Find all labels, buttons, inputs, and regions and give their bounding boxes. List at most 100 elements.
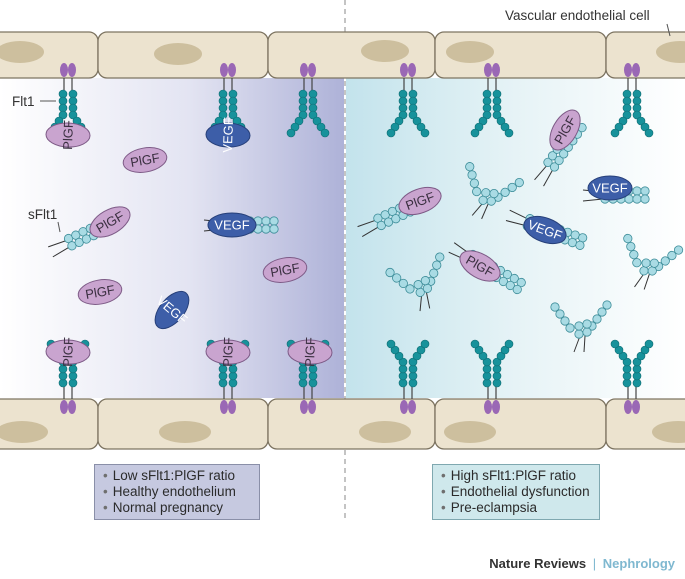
sflt1-tail	[52, 246, 71, 258]
plgf-shape	[45, 339, 91, 365]
label-sflt1: sFlt1	[28, 207, 57, 222]
kinase-domain	[492, 400, 500, 414]
kinase-domain	[492, 63, 500, 77]
ig-domain	[312, 116, 322, 126]
plgf-ligand: PlGF	[77, 279, 123, 305]
sflt1-tail	[573, 335, 581, 353]
ig-domain	[602, 300, 612, 310]
ig-domain	[269, 216, 279, 226]
ig-domain	[316, 122, 326, 132]
vegf-shape	[587, 175, 633, 201]
sflt1-tail	[419, 293, 423, 312]
flt1-receptor	[470, 339, 514, 414]
ig-domain	[649, 258, 659, 268]
ig-domain	[592, 314, 602, 324]
ig-domain	[623, 233, 633, 244]
sflt1-tail	[634, 272, 645, 288]
ig-domain	[386, 128, 396, 138]
kinase-domain	[400, 400, 408, 414]
ig-domain	[622, 110, 632, 120]
sflt1-tail	[357, 219, 377, 228]
ig-domain	[673, 245, 684, 255]
cell-nucleus	[359, 421, 411, 443]
ig-domain	[478, 351, 488, 361]
ig-domain	[618, 116, 628, 126]
ig-domain	[629, 250, 639, 260]
kinase-domain	[300, 63, 308, 77]
plgf-ligand: PlGF	[287, 337, 333, 367]
kinase-domain	[624, 400, 632, 414]
ig-domain	[412, 351, 422, 361]
flt1-receptor	[386, 63, 430, 138]
vegf-ligand: VEGF	[207, 212, 257, 238]
plgf-ligand: PlGF	[205, 337, 251, 367]
ig-domain	[667, 250, 677, 261]
cell-nucleus	[656, 41, 685, 63]
ig-domain	[504, 128, 514, 138]
sflt1-free	[385, 252, 445, 312]
kinase-domain	[484, 400, 492, 414]
ig-domain	[68, 110, 78, 120]
ig-domain	[618, 351, 628, 361]
ig-domain	[58, 110, 68, 120]
ig-domain	[555, 309, 565, 319]
kinase-domain	[400, 63, 408, 77]
legend-right-item: Endothelial dysfunction	[441, 484, 591, 500]
plgf-ligand: PlGF	[122, 147, 168, 173]
ig-domain	[218, 110, 228, 120]
ig-domain	[632, 194, 642, 204]
ig-domain	[470, 339, 480, 349]
ig-domain	[290, 122, 300, 132]
sflt1-tail	[582, 198, 604, 202]
ig-domain	[261, 216, 271, 226]
ig-domain	[632, 357, 642, 367]
ig-domain	[269, 224, 279, 234]
ig-domain	[610, 128, 620, 138]
ig-domain	[474, 122, 484, 132]
kinase-domain	[484, 63, 492, 77]
ig-domain	[636, 116, 646, 126]
kinase-domain	[308, 400, 316, 414]
flt1-receptor	[470, 63, 514, 138]
ig-domain	[500, 345, 510, 355]
ig-domain	[408, 110, 418, 120]
plgf-ligand: PlGF	[45, 120, 91, 150]
ig-domain	[412, 116, 422, 126]
vegf-ligand: VEGF	[154, 290, 190, 330]
cell-label-leader	[666, 23, 671, 37]
label-flt1: Flt1	[12, 94, 35, 109]
ig-domain	[644, 339, 654, 349]
ig-domain	[560, 316, 570, 326]
cell-nucleus	[0, 41, 44, 63]
ig-domain	[575, 240, 585, 250]
sflt1-free	[550, 300, 612, 353]
ig-domain	[632, 258, 642, 268]
vegf-shape	[207, 212, 257, 238]
ig-domain	[507, 182, 517, 193]
ig-domain	[632, 110, 642, 120]
vegf-shape	[154, 290, 190, 330]
ig-domain	[470, 128, 480, 138]
ig-domain	[386, 339, 396, 349]
kinase-domain	[220, 63, 228, 77]
cell-nucleus	[652, 421, 685, 443]
ig-domain	[660, 256, 670, 266]
sflt1-tail	[509, 209, 529, 220]
plgf-label: PlGF	[302, 337, 318, 367]
ig-domain	[512, 284, 522, 295]
credit-separator: |	[592, 556, 597, 571]
ig-domain	[496, 116, 506, 126]
sflt1-tail	[361, 225, 380, 237]
ig-domain	[610, 339, 620, 349]
ig-domain	[565, 323, 575, 333]
ig-domain	[385, 267, 395, 278]
sflt1-tail	[48, 239, 68, 248]
plgf-shape	[287, 339, 333, 365]
ig-domain	[435, 252, 445, 262]
plgf-shape	[45, 122, 91, 148]
ig-domain	[429, 268, 439, 278]
plgf-shape	[122, 147, 168, 173]
label-vascular-endothelial-cell: Vascular endothelial cell	[505, 8, 650, 23]
ig-domain	[392, 273, 402, 283]
